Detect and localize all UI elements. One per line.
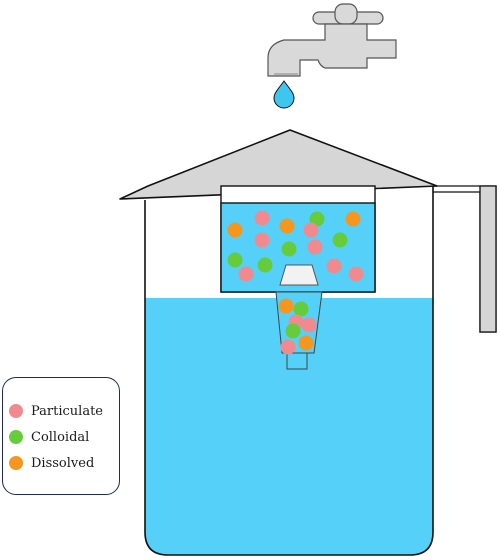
- colloidal-dot-icon: [9, 430, 23, 444]
- pitcher-handle: [433, 185, 497, 333]
- legend-label: Particulate: [31, 403, 103, 419]
- filter-cup-top: [279, 264, 319, 286]
- water-drop-icon: [273, 80, 295, 109]
- dissolved-dot-icon: [9, 456, 23, 470]
- particulate-particle: [307, 239, 323, 255]
- faucet-icon: [267, 3, 397, 77]
- dissolved-particle: [227, 222, 243, 238]
- dissolved-particle: [298, 335, 314, 351]
- water-body: [145, 298, 433, 555]
- particulate-particle: [326, 258, 342, 274]
- legend: Particulate Colloidal Dissolved: [2, 377, 120, 495]
- legend-label: Dissolved: [31, 455, 95, 471]
- particulate-particle: [238, 266, 254, 282]
- legend-item-particulate: Particulate: [9, 398, 119, 424]
- colloidal-particle: [309, 211, 325, 227]
- particulate-dot-icon: [9, 404, 23, 418]
- dissolved-particle: [345, 211, 361, 227]
- particulate-particle: [254, 210, 270, 226]
- particulate-particle: [280, 339, 296, 355]
- dissolved-particle: [278, 298, 294, 314]
- colloidal-particle: [227, 252, 243, 268]
- filter-spout: [286, 352, 308, 370]
- colloidal-particle: [293, 301, 309, 317]
- particulate-particle: [348, 266, 364, 282]
- particulate-particle: [301, 317, 317, 333]
- legend-item-dissolved: Dissolved: [9, 450, 119, 476]
- colloidal-particle: [281, 241, 297, 257]
- colloidal-particle: [332, 232, 348, 248]
- particles-group: [227, 210, 364, 355]
- particulate-particle: [254, 232, 270, 248]
- legend-item-colloidal: Colloidal: [9, 424, 119, 450]
- legend-label: Colloidal: [31, 429, 90, 445]
- particulate-particle: [303, 222, 319, 238]
- pitcher-outline: [144, 186, 434, 556]
- colloidal-particle: [285, 323, 301, 339]
- colloidal-particle: [257, 257, 273, 273]
- dissolved-particle: [279, 218, 295, 234]
